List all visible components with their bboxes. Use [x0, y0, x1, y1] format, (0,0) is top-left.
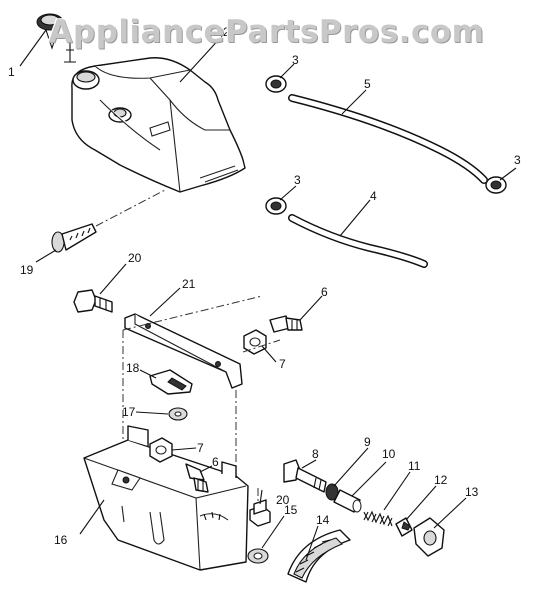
hex-nut-lower — [149, 437, 173, 463]
hex-nut-upper — [243, 329, 267, 355]
callout-5: 5 — [364, 77, 371, 91]
callout-7-lower: 7 — [197, 441, 204, 455]
callout-4: 4 — [370, 189, 377, 203]
callout-7-upper: 7 — [279, 357, 286, 371]
callout-2: 2 — [223, 25, 230, 39]
callout-16: 16 — [54, 533, 68, 547]
fuel-cap — [36, 13, 76, 63]
leader-lines — [19, 29, 517, 561]
callout-8: 8 — [312, 447, 319, 461]
callout-14: 14 — [316, 513, 330, 527]
quadrant-plate — [287, 529, 351, 583]
detent-knob — [413, 517, 445, 557]
hex-bolt-upper — [73, 289, 113, 313]
callout-3-top: 3 — [292, 53, 299, 67]
shoulder-bolt — [283, 459, 327, 493]
callout-17: 17 — [122, 405, 136, 419]
hex-bolt-lower — [249, 499, 271, 527]
callout-labels: 1 2 3 3 3 4 5 6 6 7 7 8 9 10 11 12 13 14… — [8, 25, 521, 547]
spring-clip — [395, 517, 413, 537]
callout-1: 1 — [8, 65, 15, 79]
callout-20-upper: 20 — [128, 251, 142, 265]
fuel-tank — [71, 57, 246, 193]
flat-washer — [168, 407, 188, 421]
retaining-clip — [149, 369, 193, 395]
callout-20-lower: 20 — [276, 493, 290, 507]
screw-lower — [185, 463, 209, 493]
callout-9: 9 — [364, 435, 371, 449]
compression-spring — [363, 510, 393, 527]
callout-6-lower: 6 — [212, 455, 219, 469]
lock-washer — [247, 548, 269, 564]
hose-clamp-top — [265, 75, 287, 93]
callout-19: 19 — [20, 263, 34, 277]
callout-15: 15 — [284, 503, 298, 517]
callout-21: 21 — [182, 277, 196, 291]
callout-10: 10 — [382, 447, 396, 461]
site-watermark: AppliancePartsPros.com — [48, 14, 485, 50]
hose-clamp-middle — [265, 197, 287, 215]
fuel-hose-short — [288, 214, 428, 268]
mounting-bracket — [124, 313, 243, 389]
screw-upper — [269, 315, 303, 333]
hose-clamp-right — [485, 176, 507, 194]
callout-18: 18 — [126, 361, 140, 375]
assembly-outline — [122, 295, 281, 508]
spacer-washer — [325, 483, 339, 501]
callout-6-upper: 6 — [321, 285, 328, 299]
callout-3-right: 3 — [514, 153, 521, 167]
fuel-hose-long — [288, 94, 488, 184]
callout-13: 13 — [465, 485, 479, 499]
push-rivet — [51, 189, 166, 253]
callout-11: 11 — [408, 459, 421, 473]
callout-3-middle: 3 — [294, 173, 301, 187]
spacer-tube — [333, 489, 362, 513]
callout-12: 12 — [434, 473, 448, 487]
